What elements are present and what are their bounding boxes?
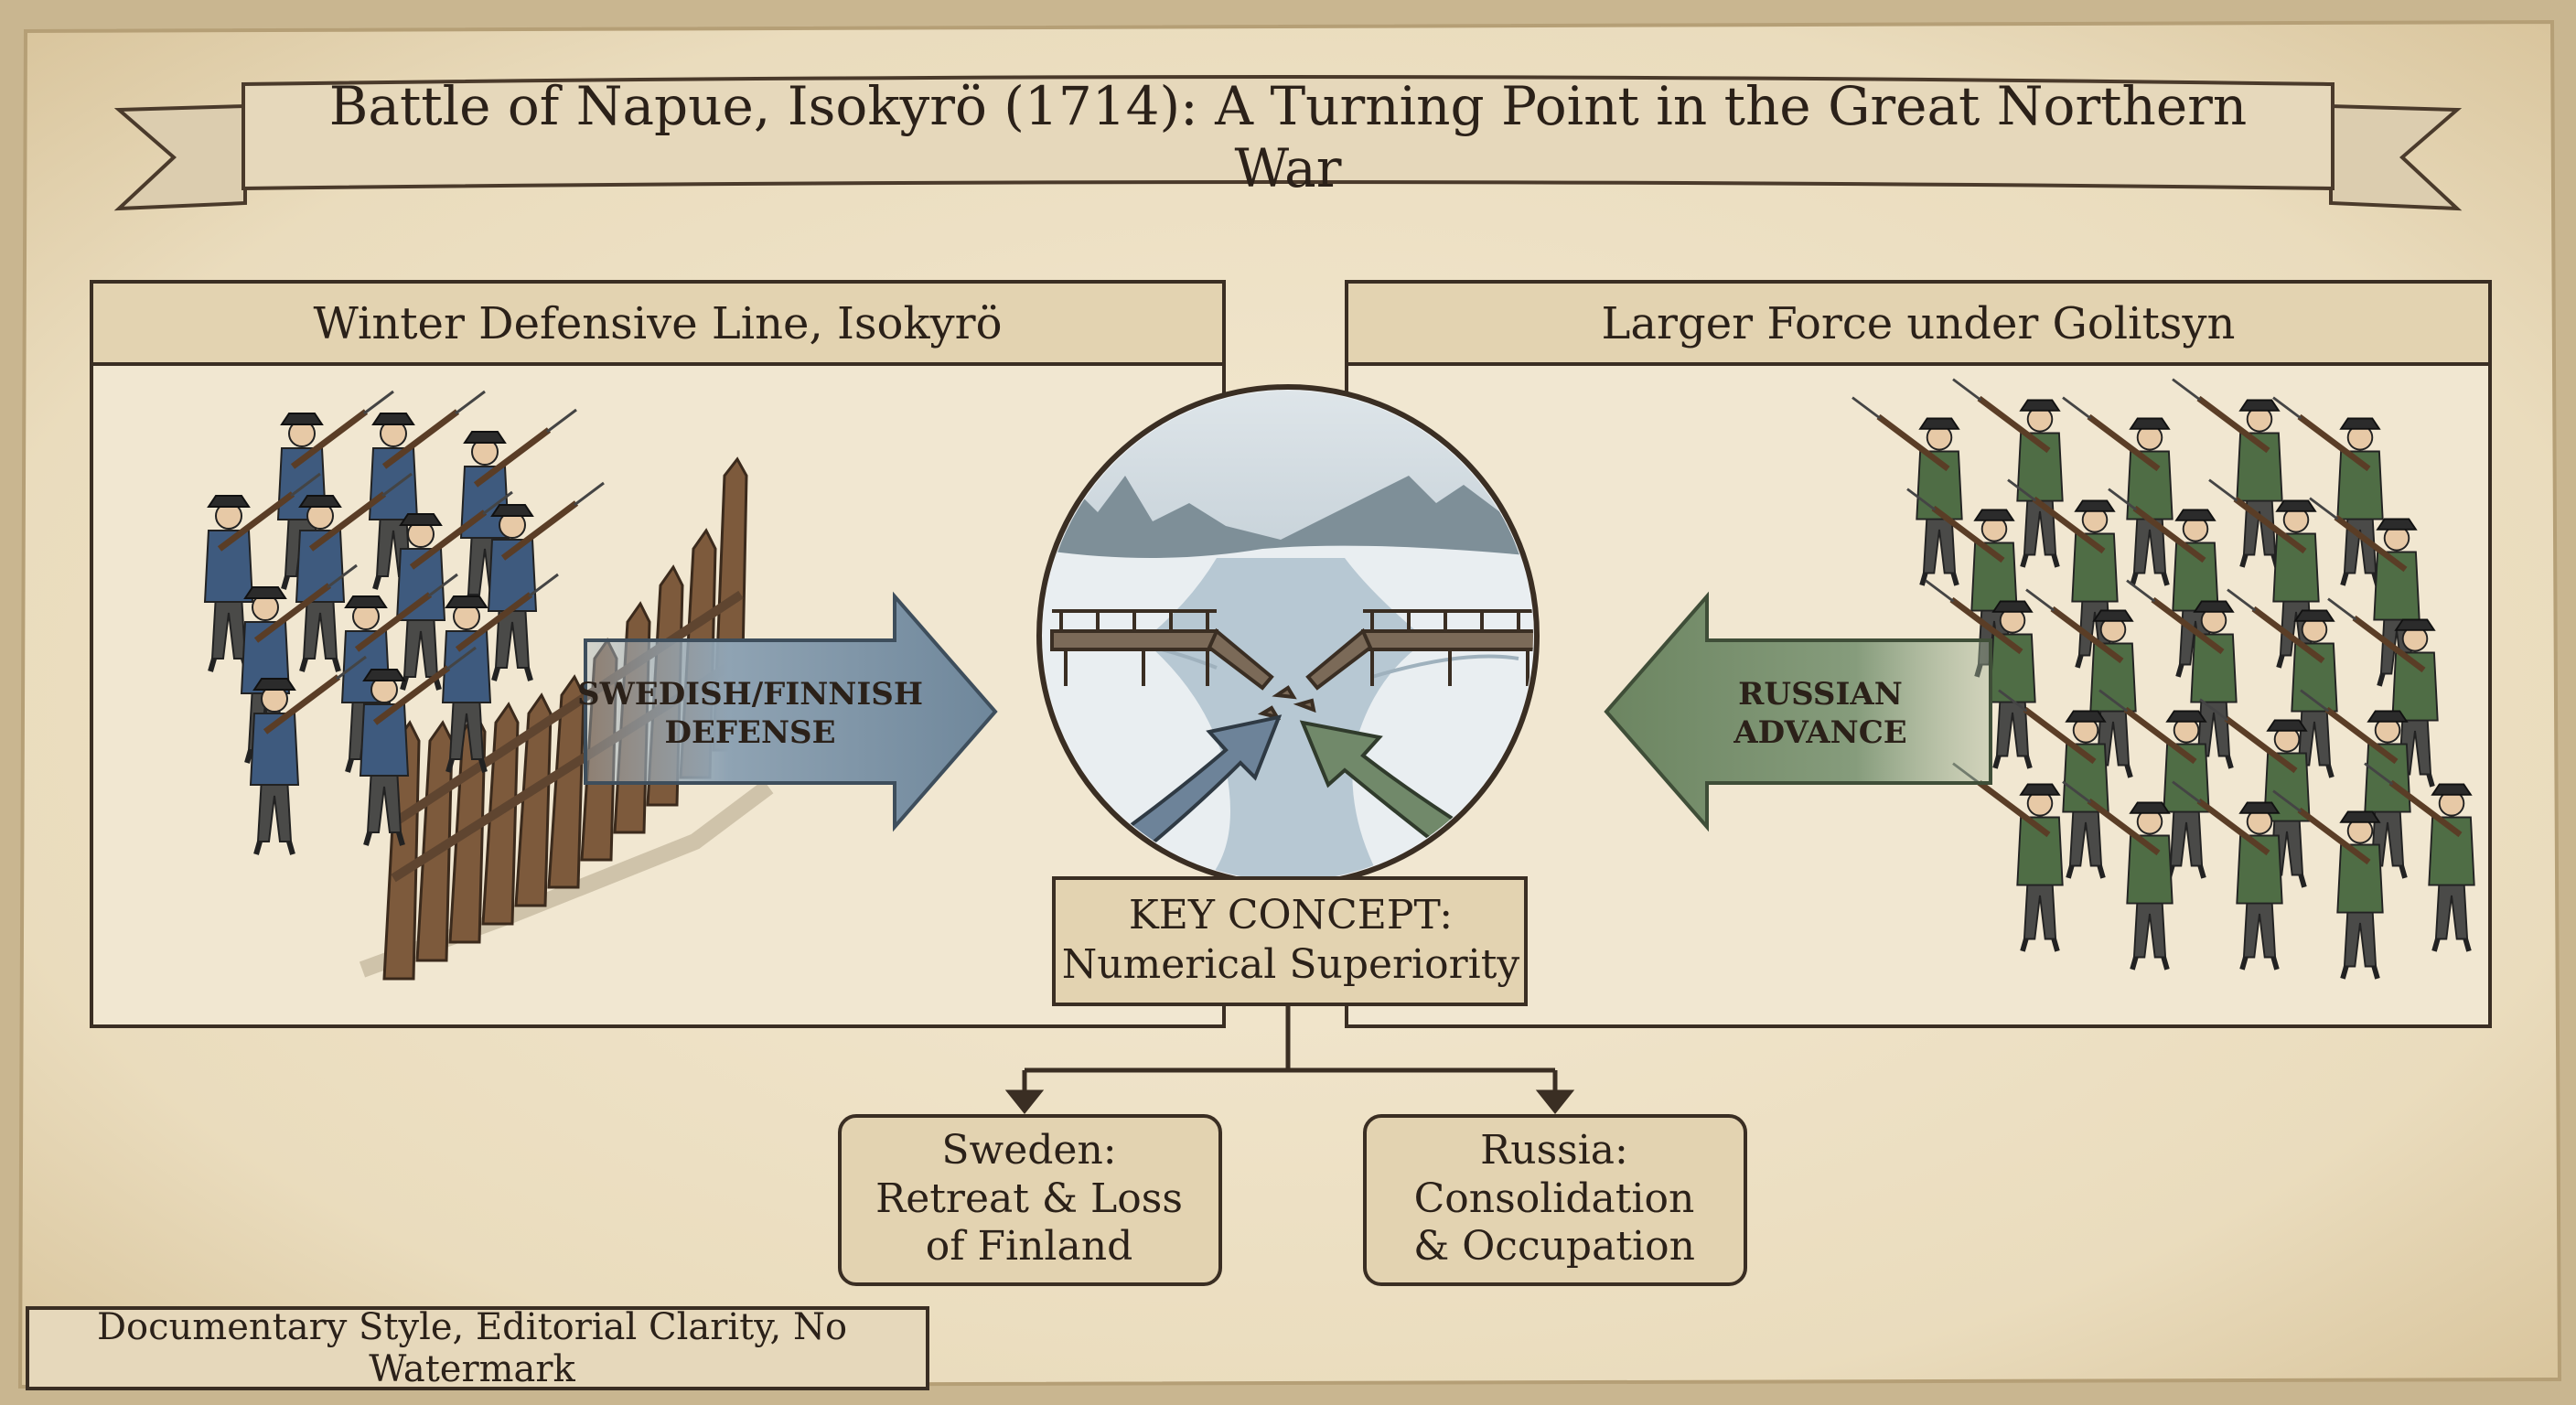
- sweden-outcome-line1: Sweden:: [941, 1126, 1117, 1174]
- swedish-soldier: [395, 490, 513, 691]
- swedish-soldier: [295, 472, 413, 672]
- russian-soldiers: [1852, 378, 2475, 980]
- russia-outcome-line2: Consolidation: [1413, 1174, 1695, 1222]
- russian-advance-arrow: [1604, 591, 1992, 832]
- swedish-soldier: [441, 573, 559, 773]
- russian-soldier: [2172, 780, 2283, 971]
- key-concept-box: [1052, 876, 1528, 1006]
- russian-arrow-label-line2: ADVANCE: [1733, 714, 1907, 751]
- swedish-soldier: [487, 481, 605, 681]
- swedish-arrow-label: SWEDISH/FINNISH DEFENSE: [577, 659, 923, 768]
- russian-soldier: [2272, 789, 2384, 980]
- key-concept-heading: KEY CONCEPT:: [1128, 892, 1454, 939]
- russian-soldier: [1952, 762, 2064, 952]
- russian-soldier: [1998, 689, 2109, 879]
- russia-outcome-box: [1363, 1114, 1747, 1286]
- swedish-arrow-label-line2: DEFENSE: [664, 714, 836, 751]
- russian-soldier: [2062, 396, 2174, 586]
- swedish-soldier: [368, 390, 486, 590]
- russian-soldier: [1852, 396, 1963, 586]
- sweden-outcome-line3: of Finland: [925, 1223, 1133, 1271]
- russian-soldier: [2126, 579, 2238, 769]
- key-concept-text: Numerical Superiority: [1061, 941, 1520, 988]
- right-panel-heading: Larger Force under Golitsyn: [1601, 298, 2236, 349]
- russian-soldier: [2272, 396, 2384, 586]
- page-title: Battle of Napue, Isokyrö (1714): A Turni…: [328, 75, 2248, 199]
- swedish-soldier: [203, 472, 321, 672]
- russian-soldier: [1952, 378, 2064, 568]
- left-panel-heading: Winter Defensive Line, Isokyrö: [313, 298, 1003, 349]
- swedish-soldier: [249, 655, 367, 855]
- swedish-soldiers: [203, 390, 605, 855]
- russia-outcome-line3: & Occupation: [1413, 1223, 1695, 1271]
- russia-outcome-line1: Russia:: [1480, 1126, 1628, 1174]
- swedish-soldier: [359, 646, 477, 846]
- sweden-outcome-box: [838, 1114, 1222, 1286]
- footer-box: [26, 1306, 929, 1390]
- russian-soldier: [2098, 689, 2210, 879]
- outcome-connectors: [1004, 1004, 1575, 1115]
- swedish-arrow-label-line1: SWEDISH/FINNISH: [577, 675, 923, 713]
- russian-soldier: [2025, 588, 2137, 778]
- russian-soldier: [2227, 588, 2338, 778]
- russian-soldier: [2062, 780, 2174, 971]
- swedish-defense-arrow: [584, 591, 998, 832]
- russian-arrow-label-line1: RUSSIAN: [1738, 675, 1903, 713]
- russian-soldier: [2327, 597, 2439, 788]
- key-concept: KEY CONCEPT: Numerical Superiority: [1057, 880, 1524, 1001]
- russian-soldier: [2199, 698, 2311, 888]
- russian-arrow-label: RUSSIAN ADVANCE: [1692, 659, 1948, 768]
- sweden-outcome: Sweden: Retreat & Loss of Finland: [842, 1118, 1217, 1281]
- russian-soldier: [2007, 478, 2119, 669]
- sweden-outcome-line2: Retreat & Loss: [875, 1174, 1183, 1222]
- title-banner: [113, 75, 2463, 211]
- russia-outcome: Russia: Consolidation & Occupation: [1367, 1118, 1742, 1281]
- footer-note: Documentary Style, Editorial Clarity, No…: [96, 1306, 848, 1390]
- russian-soldier: [2364, 762, 2475, 952]
